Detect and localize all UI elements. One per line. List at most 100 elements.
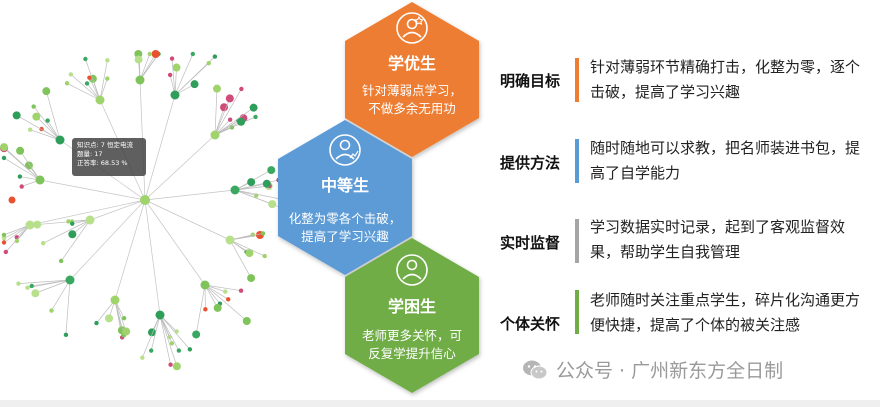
network-edge [65, 279, 71, 335]
network-node [212, 84, 221, 93]
network-node [95, 95, 105, 105]
network-node [66, 219, 71, 224]
hexagon-middle-desc-1: 化整为零各个击破， [288, 211, 402, 226]
network-node [105, 314, 114, 323]
network-edge [69, 199, 146, 281]
hexagon-middle-desc-2: 提高了学习兴趣 [301, 229, 389, 244]
network-node [70, 221, 75, 226]
row-bar-goal [575, 58, 579, 102]
network-node [27, 127, 33, 132]
row-bar-supervision [575, 219, 579, 263]
network-tooltip: 知识点: 7 恒定电流 题量: 17 正答率: 68.53 % [72, 138, 146, 176]
network-edge [33, 106, 61, 141]
network-node [262, 253, 267, 259]
network-edge [234, 185, 270, 191]
network-node [247, 274, 256, 283]
row-label-supervision: 实时监督 [500, 234, 561, 252]
network-node [35, 175, 45, 185]
bottom-divider [0, 400, 880, 407]
network-edge [150, 314, 161, 351]
network-edge [114, 299, 125, 336]
student-growth-icon [329, 134, 361, 166]
network-node [253, 114, 258, 120]
network-node [210, 130, 220, 140]
network-node [64, 81, 70, 86]
network-edge [39, 179, 146, 201]
network-edge [159, 314, 180, 351]
network-node [87, 75, 92, 80]
network-edge [174, 62, 209, 96]
hexagon-top-desc-1: 针对薄弱点学习， [361, 83, 462, 98]
network-node [170, 90, 180, 100]
network-node [40, 241, 46, 246]
network-node [167, 72, 173, 78]
network-edge [174, 67, 177, 96]
network-node [226, 297, 231, 302]
hexagon-bottom-desc-1: 老师更多关怀，可 [361, 328, 462, 343]
network-edge [144, 199, 206, 286]
network-node [121, 315, 127, 321]
student-person-icon [396, 254, 428, 286]
row-bar-method [575, 139, 579, 183]
network-node [31, 289, 40, 298]
network-edge [30, 129, 61, 141]
network-node [151, 50, 160, 58]
network-edge [204, 284, 242, 292]
network-edge [45, 91, 61, 141]
network-node [176, 348, 182, 353]
network-node [148, 348, 154, 353]
network-node [1, 240, 7, 245]
network-node [25, 220, 35, 230]
tooltip-accuracy: 正答率: 68.53 % [77, 159, 128, 167]
network-edge [70, 74, 101, 101]
row-desc-goal: 针对薄弱环节精确打击，化整为零，逐个击破，提高了学习兴趣 [590, 58, 861, 101]
network-node [172, 362, 181, 371]
network-node [225, 94, 234, 103]
network-edge [36, 116, 61, 141]
network-node [230, 185, 240, 195]
network-node [29, 283, 34, 289]
network-edge [144, 199, 161, 316]
network-edge [89, 199, 146, 221]
network-edge [234, 189, 273, 205]
network-node [239, 86, 244, 92]
network-edge [174, 53, 194, 96]
network-edge [35, 279, 71, 294]
network-edge [144, 94, 176, 201]
network-node [16, 146, 25, 155]
network-node [1, 232, 7, 238]
network-edge [18, 279, 71, 284]
network-edge [3, 157, 41, 181]
network-node [63, 332, 69, 338]
network-edge [29, 199, 146, 226]
network-node [155, 310, 165, 320]
network-edge [43, 219, 91, 244]
row-label-goal: 明确目标 [500, 72, 561, 90]
hexagon-top-title: 学优生 [387, 54, 436, 73]
network-node [227, 117, 233, 122]
network-node [140, 195, 150, 205]
network-node [242, 316, 251, 325]
network-edge [229, 233, 264, 241]
row-desc-care: 老师随时关注重点学生，碎片化沟通更方便快捷，提高了个体的被关注感 [590, 291, 861, 334]
network-node [267, 166, 276, 175]
network-node [105, 58, 110, 63]
network-node [25, 285, 30, 290]
network-node [249, 103, 258, 112]
network-edge [229, 239, 265, 257]
network-node [68, 230, 77, 239]
network-edge [3, 224, 31, 236]
network-node [45, 118, 50, 123]
tooltip-question-count: 题量: 17 [77, 150, 103, 158]
network-node [220, 103, 229, 112]
network-edge [214, 107, 254, 136]
network-node [174, 329, 179, 334]
network-node [260, 231, 266, 236]
network-node [168, 362, 173, 367]
network-edge [139, 53, 151, 81]
network-node [68, 72, 74, 77]
network-edge [96, 299, 116, 324]
hexagon-top-student [345, 2, 479, 157]
network-node [135, 75, 145, 85]
